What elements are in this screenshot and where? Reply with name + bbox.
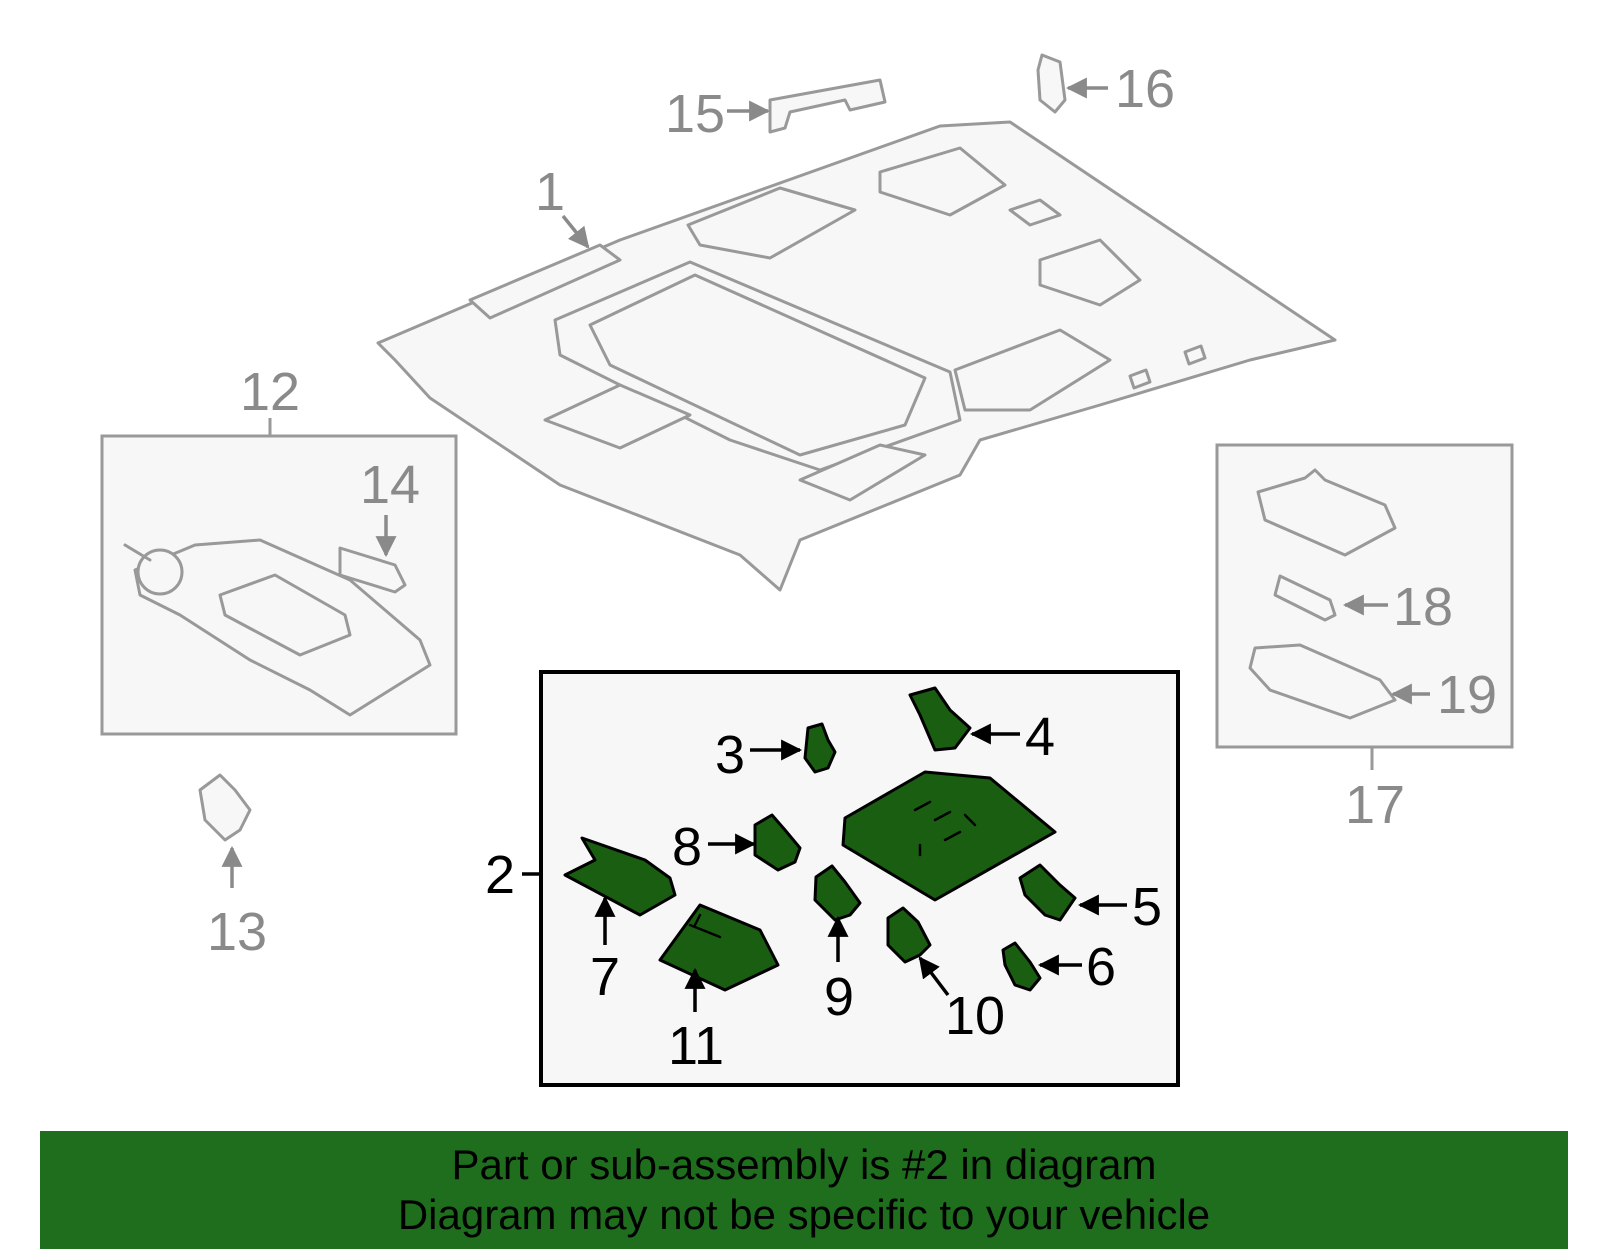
- part-3[interactable]: [803, 722, 837, 774]
- callout-5: 5: [1132, 877, 1162, 937]
- visor-lamp-part[interactable]: [338, 546, 407, 594]
- callout-2: 2: [485, 845, 515, 905]
- callout-14: 14: [360, 455, 420, 515]
- part-8[interactable]: [753, 813, 802, 872]
- callout-6: 6: [1086, 937, 1116, 997]
- callout-8: 8: [672, 817, 702, 877]
- banner-line-2: Diagram may not be specific to your vehi…: [397, 1191, 1211, 1238]
- callout-16: 16: [1115, 59, 1175, 119]
- callout-15: 15: [665, 84, 725, 144]
- info-banner: Part or sub-assembly is #2 in diagram Di…: [40, 1131, 1568, 1249]
- sun-visor-part[interactable]: [123, 538, 432, 717]
- bulb-part[interactable]: [1273, 574, 1337, 622]
- callout-10: 10: [945, 986, 1005, 1046]
- banner-line-1: Part or sub-assembly is #2 in diagram: [451, 1141, 1157, 1188]
- handle-clip-part[interactable]: [1036, 53, 1067, 114]
- part-9[interactable]: [813, 864, 862, 922]
- leader-lines-black: [522, 723, 1127, 1012]
- callout-11: 11: [668, 1016, 724, 1076]
- part-10[interactable]: [886, 906, 932, 964]
- part-4[interactable]: [908, 686, 972, 752]
- grab-handle-part[interactable]: [768, 78, 887, 134]
- callout-1: 1: [535, 162, 565, 222]
- callout-3: 3: [715, 725, 745, 785]
- callout-19: 19: [1437, 665, 1497, 725]
- callout-17: 17: [1345, 775, 1405, 835]
- callout-7: 7: [590, 947, 620, 1007]
- part-7[interactable]: [563, 836, 677, 917]
- callout-18: 18: [1393, 577, 1453, 637]
- part-5[interactable]: [1018, 863, 1077, 922]
- part-6[interactable]: [1001, 941, 1042, 992]
- headliner-part[interactable]: [376, 120, 1337, 592]
- callout-4: 4: [1025, 707, 1055, 767]
- map-lamp-housing-part[interactable]: [1256, 468, 1397, 557]
- callout-13: 13: [207, 902, 267, 962]
- callout-9: 9: [824, 967, 854, 1027]
- callout-12: 12: [240, 362, 300, 422]
- lens-part[interactable]: [1248, 643, 1397, 720]
- visor-holder-part[interactable]: [198, 773, 252, 842]
- leader-lines-grey: [221, 77, 1430, 888]
- console-housing-part[interactable]: [841, 770, 1057, 902]
